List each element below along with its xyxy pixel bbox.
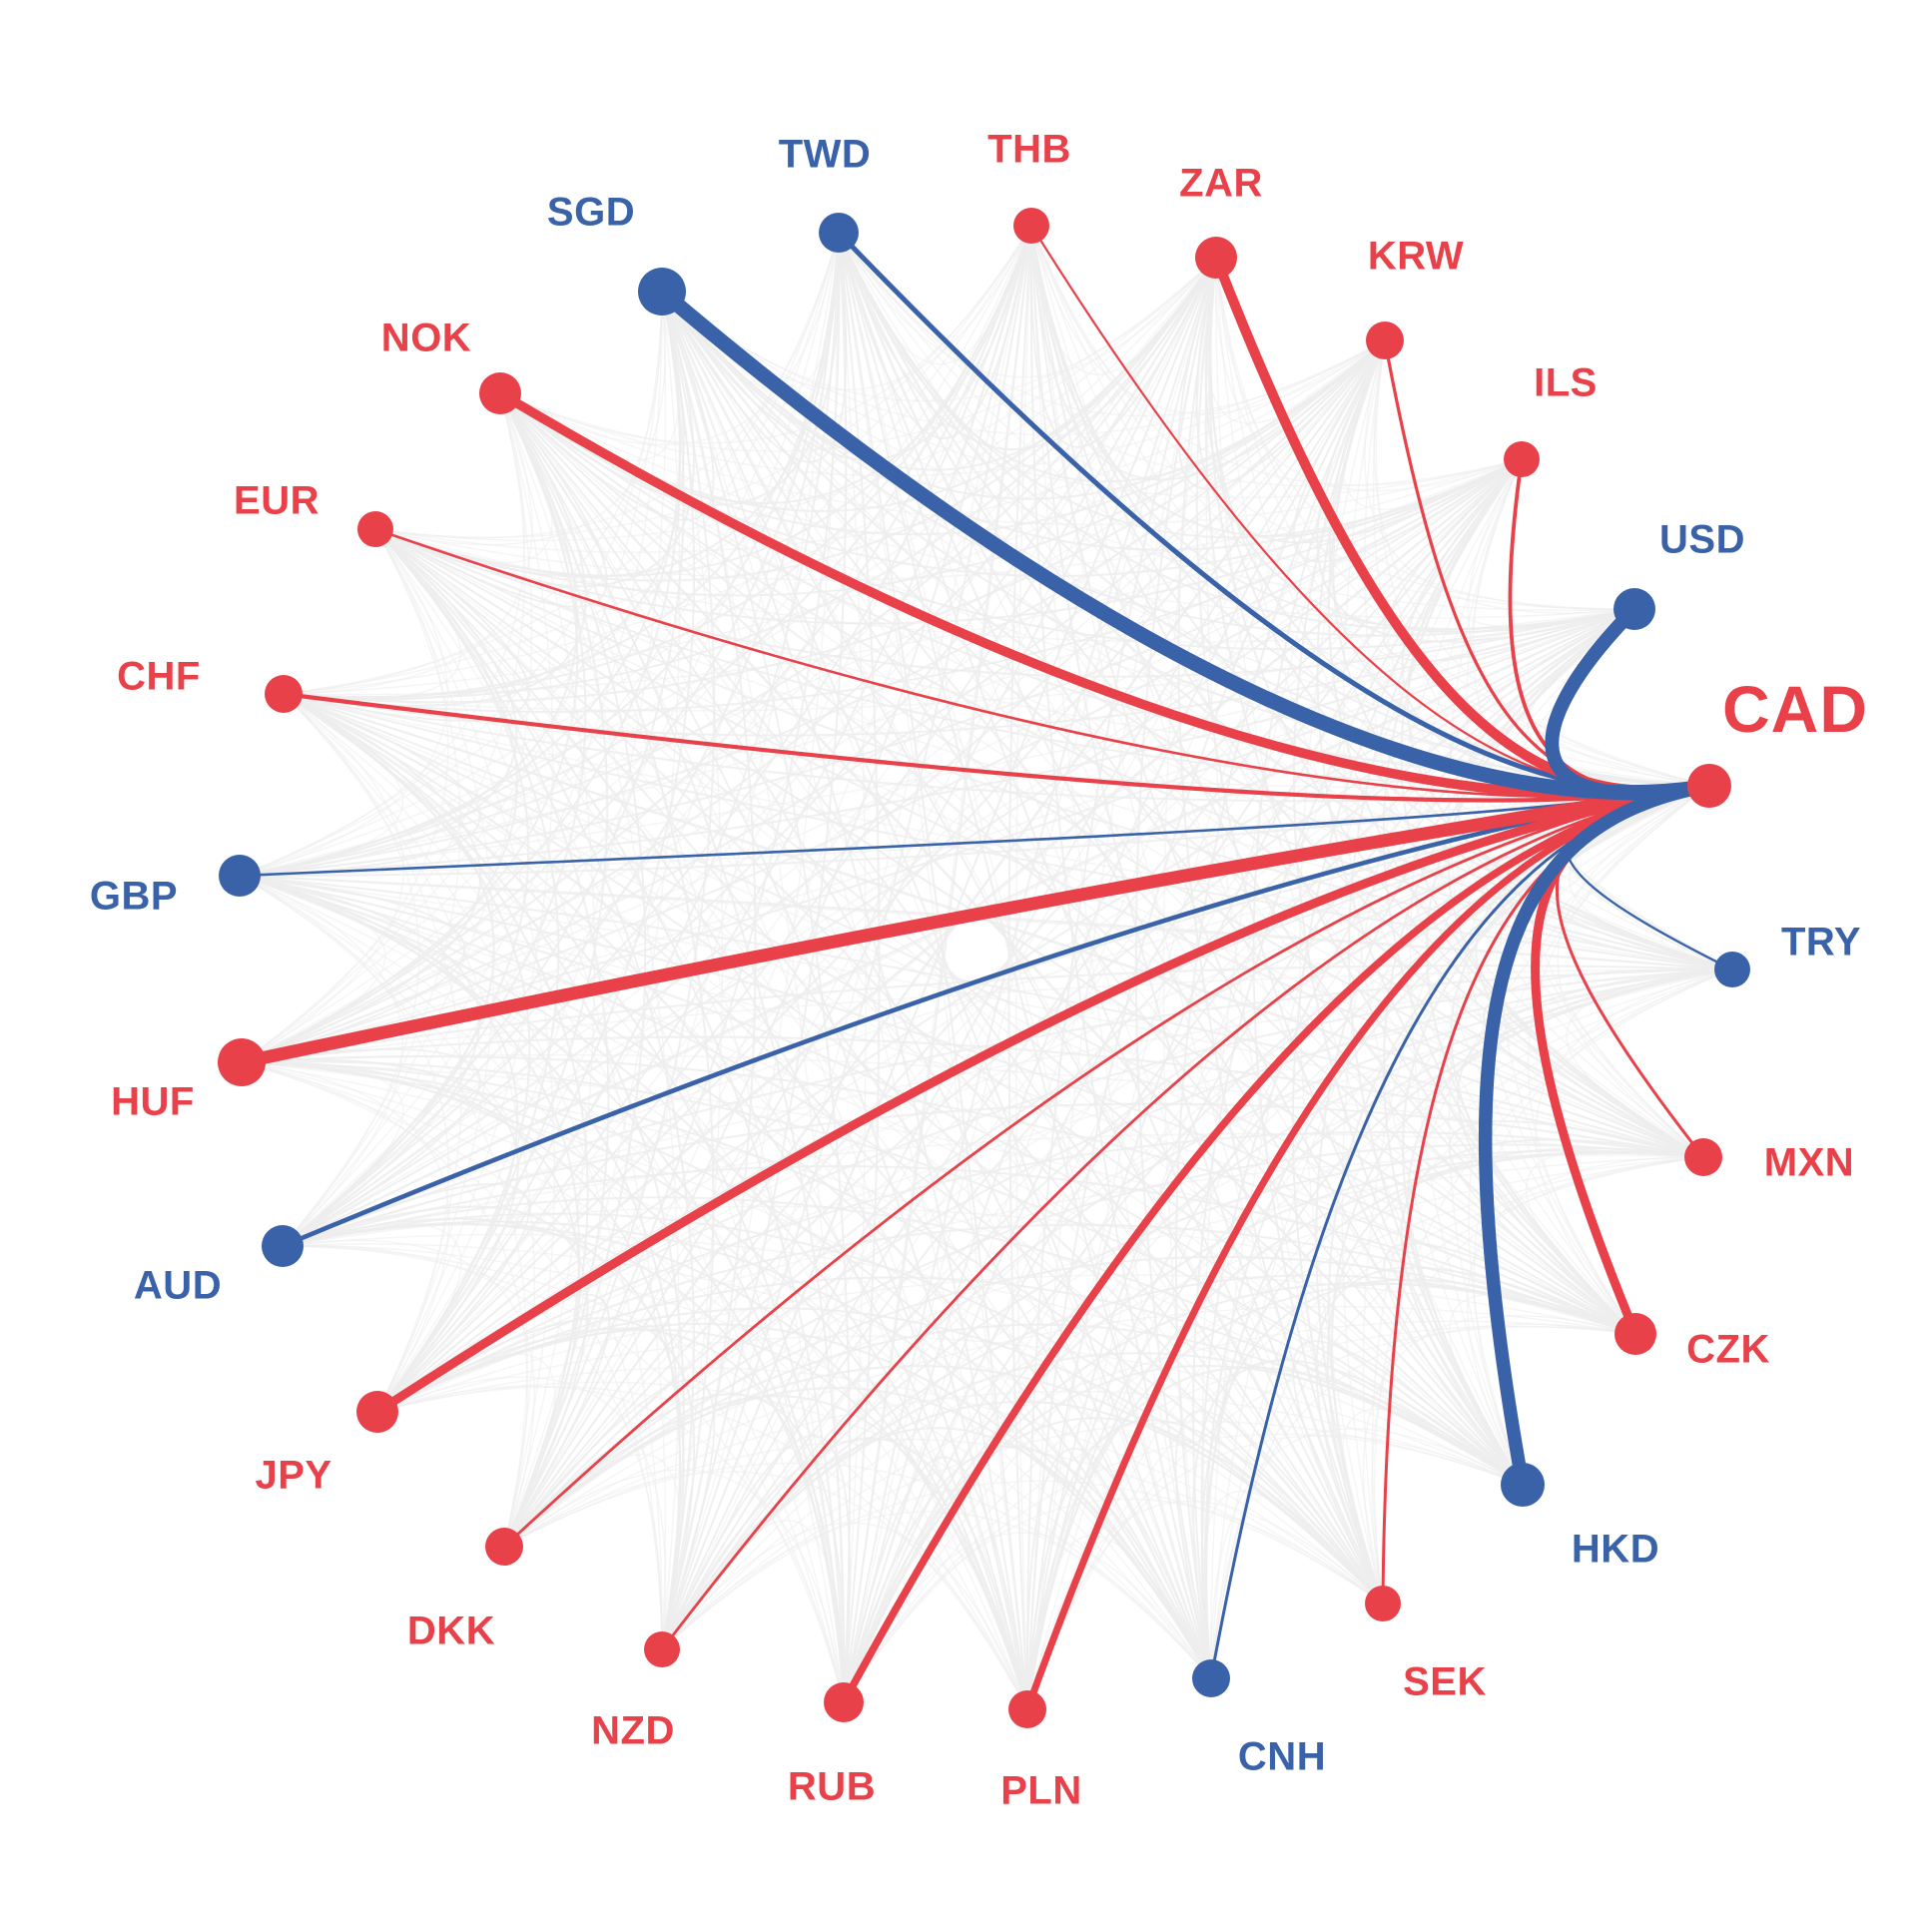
node-label-sgd: SGD — [546, 190, 636, 235]
node-label-gbp: GBP — [89, 874, 179, 919]
node-try[interactable] — [1714, 952, 1750, 987]
edge-huf — [235, 779, 1716, 1069]
node-jpy[interactable] — [356, 1391, 398, 1433]
node-eur[interactable] — [357, 511, 393, 547]
node-huf[interactable] — [218, 1038, 266, 1086]
node-thb[interactable] — [1013, 208, 1049, 244]
node-label-dkk: DKK — [406, 1609, 496, 1653]
node-czk[interactable] — [1614, 1313, 1656, 1355]
edge-sgd — [654, 284, 1717, 801]
node-pln[interactable] — [1008, 1690, 1046, 1728]
node-label-eur: EUR — [234, 478, 320, 523]
node-label-thb: THB — [987, 127, 1071, 172]
node-label-nzd: NZD — [591, 1708, 675, 1753]
node-krw[interactable] — [1366, 322, 1404, 359]
node-rub[interactable] — [824, 1682, 864, 1722]
node-label-aud: AUD — [133, 1263, 223, 1308]
node-twd[interactable] — [819, 213, 859, 253]
node-nok[interactable] — [479, 372, 521, 414]
node-label-czk: CZK — [1686, 1327, 1770, 1372]
node-usd[interactable] — [1613, 588, 1655, 630]
hub-label-cad: CAD — [1722, 672, 1868, 746]
node-label-cnh: CNH — [1237, 1734, 1327, 1779]
node-label-zar: ZAR — [1179, 161, 1263, 206]
node-mxn[interactable] — [1684, 1138, 1722, 1176]
node-label-pln: PLN — [1000, 1768, 1082, 1813]
node-label-krw: KRW — [1367, 234, 1465, 279]
node-zar[interactable] — [1195, 237, 1237, 279]
edge-hkd — [1478, 779, 1716, 1492]
node-sek[interactable] — [1365, 1586, 1401, 1621]
node-label-hkd: HKD — [1571, 1527, 1660, 1572]
node-label-usd: USD — [1659, 517, 1745, 562]
node-chf[interactable] — [265, 675, 303, 713]
node-nzd[interactable] — [644, 1631, 680, 1667]
node-label-twd: TWD — [778, 132, 872, 177]
node-ils[interactable] — [1504, 441, 1540, 477]
node-hkd[interactable] — [1501, 1463, 1545, 1507]
node-label-huf: HUF — [111, 1079, 195, 1124]
node-dkk[interactable] — [485, 1528, 523, 1566]
node-label-jpy: JPY — [255, 1453, 332, 1498]
node-cnh[interactable] — [1192, 1659, 1230, 1697]
node-sgd[interactable] — [638, 268, 686, 316]
node-label-chf: CHF — [117, 654, 201, 699]
node-label-nok: NOK — [380, 316, 472, 360]
node-hub-cad[interactable] — [1687, 764, 1731, 808]
node-label-mxn: MXN — [1763, 1140, 1855, 1185]
node-gbp[interactable] — [219, 855, 261, 897]
node-label-ils: ILS — [1534, 360, 1598, 405]
node-label-rub: RUB — [787, 1764, 877, 1809]
node-aud[interactable] — [262, 1225, 304, 1267]
node-label-try: TRY — [1780, 920, 1862, 965]
node-label-sek: SEK — [1403, 1659, 1487, 1704]
